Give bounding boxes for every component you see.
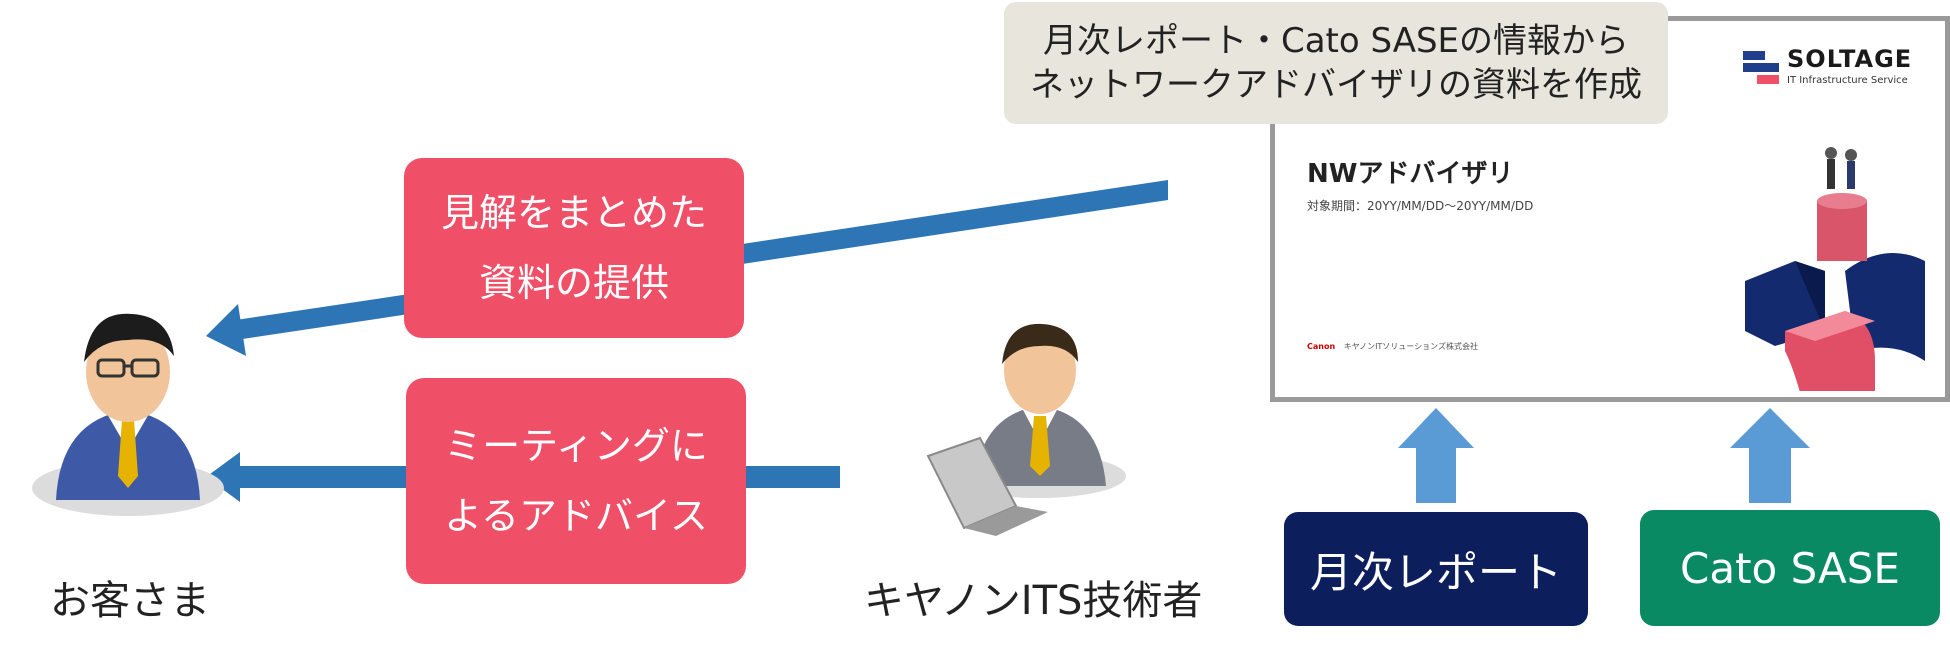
slide-decoration-graphic	[1745, 147, 1925, 391]
meeting-arrow-head	[206, 452, 240, 502]
meeting-line1: ミーティングに	[444, 424, 708, 468]
canon-brand: Canon	[1307, 342, 1336, 351]
customer-avatar-icon	[32, 313, 224, 516]
soltage-logo-text: SOLTAGE	[1787, 45, 1913, 73]
meeting-advice-box: ミーティングに よるアドバイス	[406, 378, 746, 584]
monthly-report-box: 月次レポート	[1284, 512, 1588, 626]
provide-arrow-head	[206, 304, 246, 356]
cato-sase-box: Cato SASE	[1640, 510, 1940, 626]
provide-line2: 資料の提供	[478, 261, 669, 305]
callout-line2: ネットワークアドバイザリの資料を作成	[1030, 65, 1642, 105]
soltage-logo-mark-icon	[1743, 51, 1779, 84]
cato-up-arrow	[1730, 408, 1810, 503]
customer-label: お客さま	[50, 578, 210, 624]
engineer-avatar-icon	[926, 323, 1126, 536]
engineer-label: キヤノンITS技術者	[864, 578, 1203, 624]
slide-footer: Canon キヤノンITソリューションズ株式会社	[1307, 341, 1478, 352]
soltage-logo: SOLTAGE IT Infrastructure Service	[1743, 43, 1943, 93]
provide-document-box: 見解をまとめた 資料の提供	[404, 158, 744, 338]
provide-line1: 見解をまとめた	[440, 191, 707, 235]
soltage-logo-subtitle: IT Infrastructure Service	[1787, 75, 1908, 86]
slide-period: 対象期間：20YY/MM/DD～20YY/MM/DD	[1307, 199, 1534, 213]
monthly-up-arrow	[1398, 408, 1474, 503]
callout-line1: 月次レポート・Cato SASEの情報から	[1042, 21, 1630, 61]
footer-company: キヤノンITソリューションズ株式会社	[1343, 342, 1478, 351]
callout-note: 月次レポート・Cato SASEの情報から ネットワークアドバイザリの資料を作成	[1004, 2, 1668, 124]
slide-title: NWアドバイザリ	[1307, 159, 1514, 189]
meeting-line2: よるアドバイス	[444, 494, 708, 538]
